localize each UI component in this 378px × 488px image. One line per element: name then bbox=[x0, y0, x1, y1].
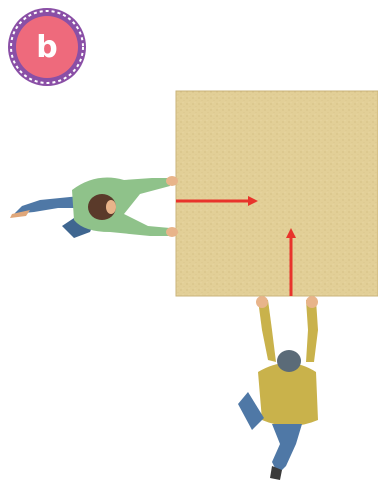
bottom-person-hand-right bbox=[306, 296, 318, 308]
person-pushing-left-icon bbox=[10, 176, 178, 238]
bottom-person-arm-right bbox=[306, 300, 318, 362]
bottom-person-cap bbox=[277, 350, 301, 372]
left-person-hand-top bbox=[166, 176, 178, 186]
left-person-shirt bbox=[72, 178, 170, 236]
crate bbox=[176, 91, 378, 296]
panel-badge bbox=[8, 8, 86, 86]
person-pushing-bottom-icon bbox=[238, 296, 318, 480]
bottom-person-hand-left bbox=[256, 296, 268, 308]
crate-top bbox=[176, 91, 378, 296]
left-person-hand-bottom bbox=[166, 227, 178, 237]
bottom-person-leg-left bbox=[238, 392, 264, 430]
left-person-face bbox=[106, 200, 116, 214]
bottom-person-arm-left bbox=[258, 300, 276, 362]
bottom-person-shirt bbox=[258, 363, 318, 426]
bottom-person-leg-right bbox=[272, 424, 302, 474]
badge-fill bbox=[16, 16, 78, 78]
